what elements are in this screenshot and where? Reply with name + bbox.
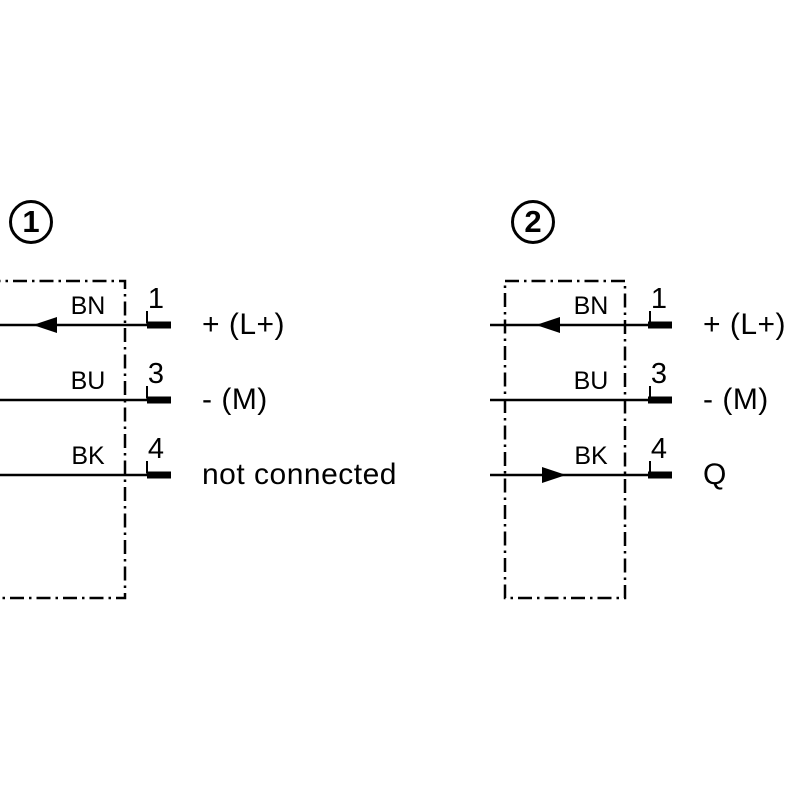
terminal-bar-2-pin1	[648, 321, 672, 329]
arrow-left-icon	[33, 317, 57, 333]
signal-label-q: Q	[703, 458, 727, 491]
device-outline-box-2	[503, 279, 627, 600]
terminal-bar-1-pin3	[147, 396, 171, 404]
signal-label-m: - (M)	[202, 383, 268, 416]
pin-number-3: 3	[650, 358, 668, 390]
arrow-right-icon	[542, 467, 566, 483]
signal-label-lplus: + (L+)	[202, 308, 286, 341]
terminal-bar-2-pin4	[648, 471, 672, 479]
diagram-2-badge: 2	[511, 200, 555, 244]
wire-color-label-bu: BU	[573, 367, 609, 395]
terminal-bar-1-pin4	[147, 471, 171, 479]
pin-number-4: 4	[147, 433, 165, 465]
wire-color-label-bu: BU	[70, 367, 106, 395]
terminal-bar-2-pin3	[648, 396, 672, 404]
wire-color-label-bn: BN	[70, 292, 106, 320]
pin-number-4: 4	[650, 433, 668, 465]
wire-color-label-bk: BK	[71, 442, 105, 470]
signal-label-m: - (M)	[703, 383, 769, 416]
wire-color-label-bk: BK	[574, 442, 608, 470]
diagram-1-badge: 1	[9, 200, 53, 244]
device-outline-box-1	[0, 279, 127, 600]
wire-color-label-bn: BN	[573, 292, 609, 320]
arrow-left-icon	[536, 317, 560, 333]
signal-label-not-connected: not connected	[202, 458, 397, 491]
pin-number-3: 3	[147, 358, 165, 390]
pin-number-1: 1	[147, 283, 165, 315]
pin-number-1: 1	[650, 283, 668, 315]
terminal-bar-1-pin1	[147, 321, 171, 329]
signal-label-lplus: + (L+)	[703, 308, 787, 341]
